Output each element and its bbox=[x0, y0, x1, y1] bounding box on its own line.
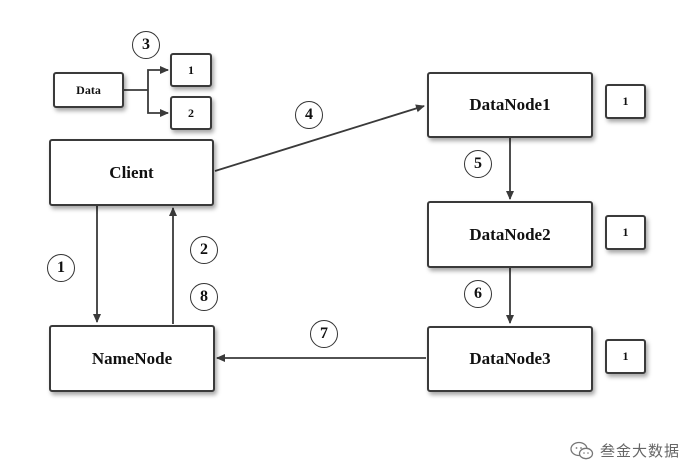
step-2-marker: 2 bbox=[190, 236, 218, 264]
client-box: Client bbox=[49, 139, 214, 206]
datanode3-box: DataNode3 bbox=[427, 326, 593, 392]
namenode-box: NameNode bbox=[49, 325, 215, 392]
wechat-bubble-icon bbox=[570, 441, 594, 459]
split-block-2: 2 bbox=[170, 96, 212, 130]
step-1-marker: 1 bbox=[47, 254, 75, 282]
watermark: 叁金大数据 bbox=[570, 440, 680, 461]
watermark-text: 叁金大数据 bbox=[599, 442, 680, 460]
step-4-marker: 4 bbox=[295, 101, 323, 129]
split-block-1: 1 bbox=[170, 53, 212, 87]
data-split-arrow-to-block-2 bbox=[147, 90, 169, 117]
step-5-marker: 5 bbox=[464, 150, 492, 178]
arrow-client-to-datanode1 bbox=[214, 104, 425, 172]
datanode1-box: DataNode1 bbox=[427, 72, 593, 138]
datanode3-block: 1 bbox=[605, 339, 646, 374]
step-6-marker: 6 bbox=[464, 280, 492, 308]
data-split-arrow-to-block-1 bbox=[147, 66, 169, 90]
datanode1-block: 1 bbox=[605, 84, 646, 119]
step-8-marker: 8 bbox=[190, 283, 218, 311]
step-7-marker: 7 bbox=[310, 320, 338, 348]
step-3-marker: 3 bbox=[132, 31, 160, 59]
datanode2-box: DataNode2 bbox=[427, 201, 593, 268]
data-box: Data bbox=[53, 72, 124, 108]
datanode2-block: 1 bbox=[605, 215, 646, 250]
